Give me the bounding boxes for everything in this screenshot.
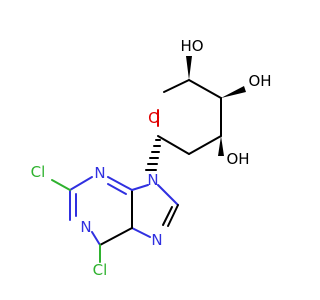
oh-lower-label: OH — [226, 150, 249, 168]
bond-n7-c5 — [131, 227, 151, 238]
n7-label: N — [151, 231, 162, 249]
wedge-c3-oh-right — [221, 86, 246, 98]
bond-c2-c1 — [157, 135, 190, 155]
bond-c4-n3-double — [107, 183, 127, 195]
bond-c5-o — [163, 79, 190, 93]
cl-6-label: Cl — [93, 261, 108, 279]
bond-c4-n9 — [131, 184, 149, 191]
atom-labels: HO OH OH O N N N N Cl Cl — [31, 37, 272, 279]
bond-c5-c4 — [188, 79, 222, 99]
n1-label: N — [80, 218, 91, 236]
glycosidic-bond — [145, 139, 161, 171]
oh-right-label: OH — [248, 72, 271, 90]
bond-c3-c2 — [188, 135, 222, 155]
n9-label: N — [147, 171, 158, 189]
sugar-ring-bonds — [157, 79, 222, 155]
bond-c6-c5 — [99, 227, 133, 246]
wedge-c2-oh-lower — [218, 136, 224, 156]
n3-label: N — [94, 164, 105, 182]
bond-c2-cl — [51, 179, 71, 191]
purine-bonds — [51, 176, 179, 263]
bond-c8-n7-double — [162, 206, 173, 226]
hydroxyl-bonds — [186, 56, 246, 156]
ring-oxygen-label: O — [148, 109, 160, 127]
bond-n9-c8 — [157, 184, 179, 206]
cl-2-label: Cl — [31, 163, 46, 181]
bond-n1-c6 — [91, 231, 101, 246]
wedge-c4-oh-top — [186, 56, 192, 80]
bond-c4-n3 — [107, 176, 133, 191]
molecule-structure: HO OH OH O N N N N Cl Cl — [31, 37, 272, 279]
bond-c8-n7 — [167, 204, 179, 227]
oh-top-label: HO — [180, 37, 203, 55]
bond-n3-c2 — [69, 176, 93, 191]
